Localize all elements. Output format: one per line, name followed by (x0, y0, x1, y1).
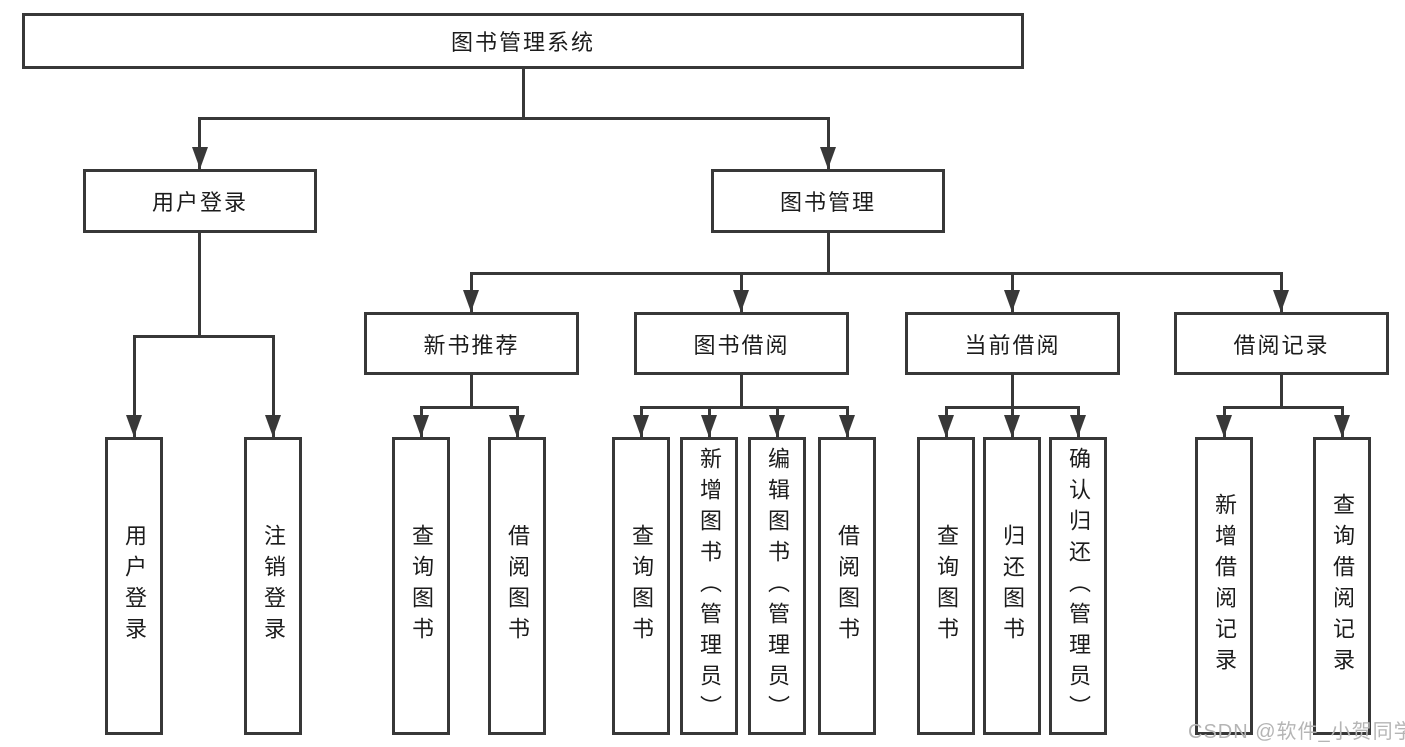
node-label: 借阅图书 (835, 524, 860, 648)
arrow-down-icon (1216, 415, 1232, 437)
connector-book-mgmt-stub (827, 233, 830, 274)
arrow-down-icon (938, 415, 954, 437)
node-label: 当前借阅 (964, 332, 1061, 358)
arrow-down-icon (1070, 415, 1086, 437)
leaf-query-books-current: 查询图书 (917, 437, 975, 735)
node-label: 图书借阅 (693, 332, 790, 358)
node-label: 借阅图书 (505, 524, 530, 648)
node-label: 借阅记录 (1233, 332, 1330, 358)
arrow-down-icon (509, 415, 525, 437)
arrow-down-icon (1334, 415, 1350, 437)
leaf-return-books: 归还图书 (983, 437, 1041, 735)
connector-rail-new-book (420, 406, 519, 409)
node-user-login: 用户登录 (83, 169, 317, 233)
leaf-user-login: 用户登录 (105, 437, 163, 735)
node-label: 查询借阅记录 (1330, 493, 1355, 679)
node-label: 归还图书 (1000, 524, 1025, 648)
node-borrow-records: 借阅记录 (1174, 312, 1389, 375)
connector-to-book-mgmt (827, 117, 830, 169)
node-book-borrowing: 图书借阅 (634, 312, 849, 375)
node-label: 编辑图书（管理员） (765, 446, 790, 726)
arrow-down-icon (126, 415, 142, 437)
node-current-borrowing: 当前借阅 (905, 312, 1120, 375)
leaf-add-borrow-record: 新增借阅记录 (1195, 437, 1253, 735)
arrow-down-icon (820, 147, 836, 169)
node-label: 查询图书 (409, 524, 434, 648)
csdn-watermark: CSDN @软件_小贺同学 (1188, 721, 1405, 743)
arrow-down-icon (463, 290, 479, 312)
leaf-borrow-books-recommend: 借阅图书 (488, 437, 546, 735)
connector-rail-borrow-records (1223, 406, 1344, 409)
leaf-confirm-return-admin: 确认归还（管理员） (1049, 437, 1107, 735)
connector-rail-level2 (199, 117, 829, 120)
node-label: 新增图书（管理员） (697, 446, 722, 726)
arrow-down-icon (1004, 290, 1020, 312)
node-label: 用户登录 (151, 190, 248, 215)
leaf-logout: 注销登录 (244, 437, 302, 735)
leaf-query-books-borrowing: 查询图书 (612, 437, 670, 735)
connector-user-login-stub (198, 233, 201, 336)
connector-to-leaf-logout (272, 335, 275, 437)
node-book-management: 图书管理 (711, 169, 945, 233)
connector-to-leaf-user-login (133, 335, 136, 437)
node-label: 确认归还（管理员） (1066, 446, 1091, 726)
node-label: 查询图书 (934, 524, 959, 648)
node-label: 图书管理 (779, 190, 876, 215)
connector-rail-level3 (470, 272, 1283, 275)
arrow-down-icon (1004, 415, 1020, 437)
leaf-edit-books-admin: 编辑图书（管理员） (748, 437, 806, 735)
arrow-down-icon (192, 147, 208, 169)
connector-borrow-records-stub (1280, 375, 1283, 408)
connector-rail-book-borrow (640, 406, 849, 409)
connector-to-user-login (198, 117, 201, 169)
node-label: 图书管理系统 (450, 30, 595, 55)
arrow-down-icon (839, 415, 855, 437)
arrow-down-icon (265, 415, 281, 437)
arrow-down-icon (1273, 290, 1289, 312)
node-label: 新书推荐 (423, 332, 520, 358)
leaf-query-borrow-record: 查询借阅记录 (1313, 437, 1371, 735)
leaf-query-books-recommend: 查询图书 (392, 437, 450, 735)
arrow-down-icon (413, 415, 429, 437)
arrow-down-icon (769, 415, 785, 437)
node-label: 新增借阅记录 (1212, 493, 1237, 679)
arrow-down-icon (701, 415, 717, 437)
connector-new-book-stub (470, 375, 473, 408)
leaf-add-books-admin: 新增图书（管理员） (680, 437, 738, 735)
connector-root-stub (522, 69, 525, 118)
node-root-library-system: 图书管理系统 (22, 13, 1024, 69)
node-label: 注销登录 (261, 524, 286, 648)
arrow-down-icon (733, 290, 749, 312)
node-label: 查询图书 (629, 524, 654, 648)
connector-rail-user-login (133, 335, 275, 338)
node-new-book-recommend: 新书推荐 (364, 312, 579, 375)
arrow-down-icon (633, 415, 649, 437)
connector-current-borrow-stub (1011, 375, 1014, 408)
node-label: 用户登录 (122, 524, 147, 648)
leaf-borrow-books: 借阅图书 (818, 437, 876, 735)
connector-book-borrow-stub (740, 375, 743, 408)
